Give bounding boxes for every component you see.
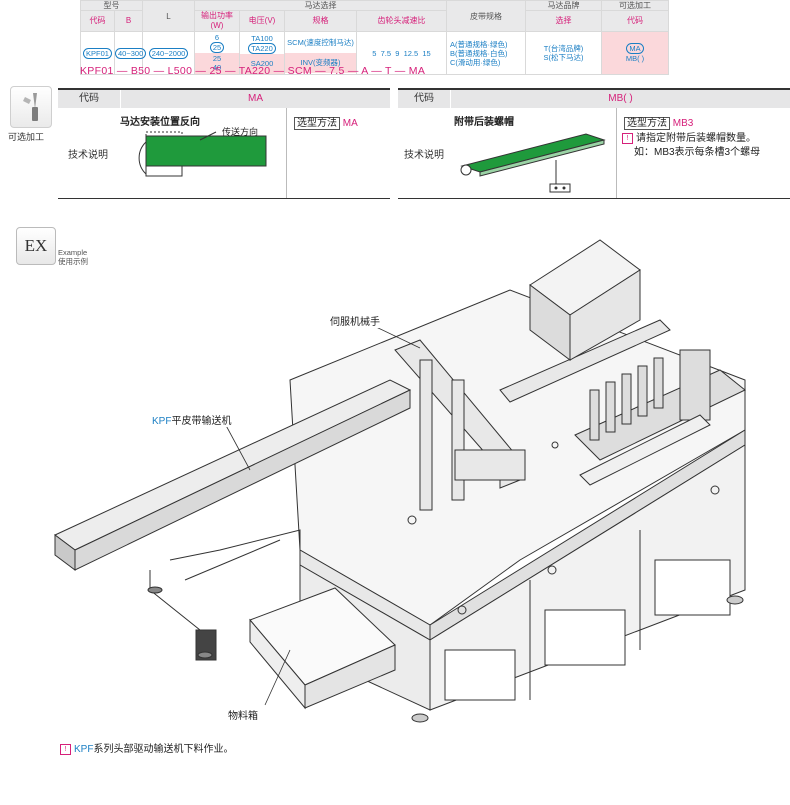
hdr-voltage: 电压(V) [239,10,285,32]
footnote-icon: ! [60,744,71,755]
cell-power-6: 6 [214,33,220,42]
panel-mb-code: MB( ) [608,93,633,104]
cell-power-25b: 25 [212,54,222,63]
cell-l: 240~2000 [148,47,189,59]
panel-mb-note: !请指定附带后装螺帽数量。 如：MB3表示每条槽3个螺母 [622,132,788,160]
hdr-brand: 马达品牌 [525,0,602,11]
spec-table: 型号 L 马达选择 皮带规格 马达品牌 可选加工 代码 B 输出功率(W) 电压… [80,0,669,75]
hdr-options: 可选加工 [601,0,669,11]
cell-power-40: 40 [212,63,222,72]
panel-mb-code-header: 代码 [398,90,451,108]
cell-spec-scm: SCM(速度控制马达) [287,38,354,47]
cell-belt-a: A(普通规格·绿色) [450,39,508,49]
panel-mb-row-label: 技术说明 [404,150,444,161]
hdr-opt-code: 代码 [601,10,669,32]
hdr-model: 型号 [80,0,143,11]
options-label: 可选加工 [8,132,45,142]
hdr-l: L [142,0,195,32]
callout-material-box: 物料箱 [228,707,258,722]
cell-opt-mb: MB( ) [625,54,645,63]
hdr-belt: 皮带规格 [446,0,526,32]
panel-mb-note-line1: 请指定附带后装螺帽数量。 [636,133,756,144]
panel-mb-note-line2: 如：MB3表示每条槽3个螺母 [634,147,761,158]
panel-mb-method-label: 选型方法 [624,117,670,130]
callout-servo-arm: 伺服机械手 [330,313,380,328]
example-caption: Example 使用示例 [58,248,88,266]
callout-kpf-prefix: KPF [152,416,172,427]
order-example-line: KPF01 — B50 — L500 — 25 — TA220 — SCM — … [80,65,426,77]
panel-mb-method-value: MB3 [672,118,694,129]
cell-volt-ta100: TA100 [251,33,273,43]
cell-brand-s: S(松下马达) [543,53,584,62]
cell-power-25: 25 [209,42,225,53]
panel-mb-title: 附带后装螺帽 [454,117,514,128]
footnote-prefix: KPF [74,744,94,755]
motor-reverse-diagram: 传送方向 [138,126,267,177]
example-badge: EX [16,227,56,265]
cell-opt-ma: MA [626,43,644,54]
wrench-icon [10,86,52,128]
hdr-select: 选择 [525,10,602,32]
cell-ratio: 5 7.5 9 12.5 15 [356,31,447,75]
cell-brand-t: T(台湾品牌) [543,44,584,53]
option-panel-mb: 代码 MB( ) 技术说明 附带后装螺帽 选型方法 MB3 !请指定附带后装螺帽… [398,88,790,199]
hdr-power: 输出功率(W) [194,10,240,32]
cell-spec-inv: INV(变频器) [285,53,356,73]
footnote-text: 系列头部驱动输送机下料作业。 [93,744,234,755]
panel-ma-code-header: 代码 [58,90,121,108]
cell-code: KPF01 [83,47,112,59]
note-icon: ! [622,133,633,144]
cell-volt-ta220: TA220 [248,42,276,54]
hdr-code: 代码 [80,10,115,32]
panel-ma-method: 选型方法 MA [294,114,358,130]
callout-kpf-conveyor: KPF平皮带输送机 [152,412,232,427]
option-panel-ma: 代码 MA 技术说明 马达安装位置反向 传送方向 选型方法 MA [58,88,390,199]
callout-kpf-rest: 平皮带输送机 [171,416,232,427]
example-word-cn: 使用示例 [58,257,88,266]
example-word-en: Example [58,248,88,257]
hdr-ratio: 齿轮头减速比 [356,10,447,32]
panel-ma-row-label: 技术说明 [68,150,108,161]
hdr-spec: 规格 [284,10,357,32]
footnote: !KPF系列头部驱动输送机下料作业。 [60,740,233,755]
cell-belt-b: B(普通规格·白色) [450,48,508,58]
cell-b: 40~300 [115,47,147,59]
panel-ma-method-value: MA [342,118,358,129]
cell-belt-c: C(滑动用·绿色) [450,57,501,67]
cell-volt-sa200: SA200 [240,53,284,74]
nut-belt-diagram [460,133,606,193]
panel-ma-code: MA [248,93,263,104]
panel-mb-method: 选型方法 MB3 [624,114,694,130]
hdr-motor: 马达选择 [194,0,447,11]
panel-ma-title: 马达安装位置反向 [120,117,200,128]
machine-illustration [54,239,746,723]
direction-label: 传送方向 [222,126,258,137]
panel-ma-method-label: 选型方法 [294,117,340,130]
hdr-b: B [114,10,143,32]
